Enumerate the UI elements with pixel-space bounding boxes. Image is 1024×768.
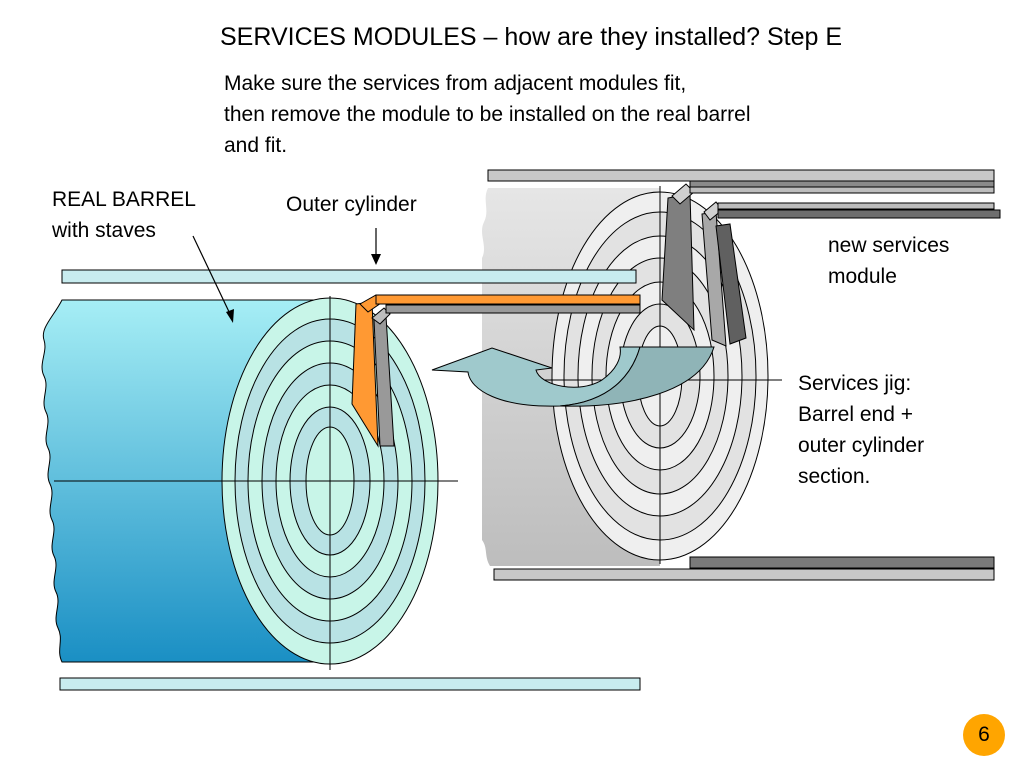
instructions-line-1: Make sure the services from adjacent mod… — [224, 72, 687, 95]
module-service-rail-lower — [717, 202, 995, 210]
installed-services — [351, 294, 641, 448]
outer-cylinder-pointer-arrow — [371, 228, 381, 265]
outer-cylinder-top-section — [61, 269, 637, 284]
jig-outer-cylinder-bottom-1 — [689, 556, 995, 569]
jig-outer-cylinder-bottom-2 — [493, 568, 995, 581]
module-service-rail-dark — [717, 209, 1001, 219]
barrel-pointer-arrow — [192, 235, 234, 323]
service-rail-grey — [385, 304, 641, 314]
outer-cylinder-label-text: Outer cylinder — [286, 193, 417, 216]
new-module-label-line-2: module — [828, 265, 897, 288]
instructions-text: Make sure the services from adjacent mod… — [224, 68, 751, 161]
outer-cylinder-bottom-section — [59, 677, 641, 691]
slide-title: SERVICES MODULES – how are they installe… — [220, 23, 843, 51]
module-flap-darker — [715, 223, 747, 345]
outer-cylinder-label: Outer cylinder — [286, 189, 417, 220]
module-service-rail-upper — [689, 186, 995, 194]
new-services-module-label: new services module — [828, 230, 949, 292]
page-number-badge: 6 — [963, 714, 1005, 756]
page-number: 6 — [978, 723, 990, 746]
real-barrel-label-line-1: REAL BARREL — [52, 188, 196, 211]
jig-outer-cylinder-top-1 — [487, 169, 995, 182]
service-rail-orange — [375, 294, 641, 305]
transfer-arrow-shadow — [559, 346, 715, 407]
jig-label-line-4: section. — [798, 465, 871, 488]
instructions-line-2: then remove the module to be installed o… — [224, 103, 751, 126]
jig-label-line-2: Barrel end + — [798, 403, 913, 426]
new-module-label-line-1: new services — [828, 234, 950, 257]
real-barrel-label: REAL BARREL with staves — [52, 184, 196, 246]
real-barrel-label-line-2: with staves — [52, 219, 156, 242]
new-services-module — [661, 183, 1001, 347]
instructions-line-3: and fit. — [224, 134, 288, 157]
jig-label-line-1: Services jig: — [798, 372, 912, 395]
services-jig-label: Services jig: Barrel end + outer cylinde… — [798, 368, 924, 492]
jig-label-line-3: outer cylinder — [798, 434, 925, 457]
